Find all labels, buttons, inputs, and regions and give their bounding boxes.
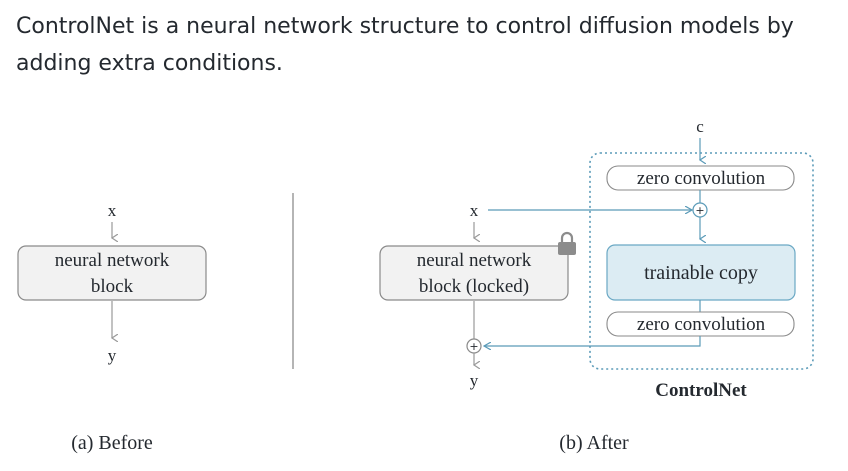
locked-block-box: [379, 245, 569, 301]
locked-block-label-line1: neural network: [417, 250, 532, 271]
after-diagram: c zero convolution x + neural network bl…: [379, 117, 814, 454]
before-block-label-line1: neural network: [55, 250, 170, 271]
trainable-copy-label: trainable copy: [644, 262, 758, 284]
before-block-box: [17, 245, 207, 301]
plus-symbol-top: +: [695, 204, 704, 217]
zero-conv-top-label: zero convolution: [637, 168, 766, 189]
trainable-copy-box: [606, 244, 796, 301]
condition-label: c: [696, 117, 704, 136]
controlnet-output-connector: [484, 336, 701, 346]
intro-paragraph: ControlNet is a neural network structure…: [16, 14, 794, 76]
before-diagram: x neural network block y (a) Before: [17, 201, 207, 454]
before-input-label: x: [108, 201, 117, 220]
plus-symbol-bottom: +: [469, 340, 478, 353]
after-caption: (b) After: [559, 432, 629, 454]
controlnet-region: [589, 152, 814, 370]
locked-block-label-line2: block (locked): [419, 276, 529, 297]
controlnet-label: ControlNet: [655, 380, 747, 401]
lock-icon: [558, 231, 576, 255]
after-input-label: x: [470, 201, 479, 220]
after-output-label: y: [470, 371, 479, 390]
before-caption: (a) Before: [71, 432, 153, 454]
before-block-label-line2: block: [91, 276, 134, 297]
before-output-label: y: [108, 346, 117, 365]
zero-conv-bottom-label: zero convolution: [637, 314, 766, 335]
